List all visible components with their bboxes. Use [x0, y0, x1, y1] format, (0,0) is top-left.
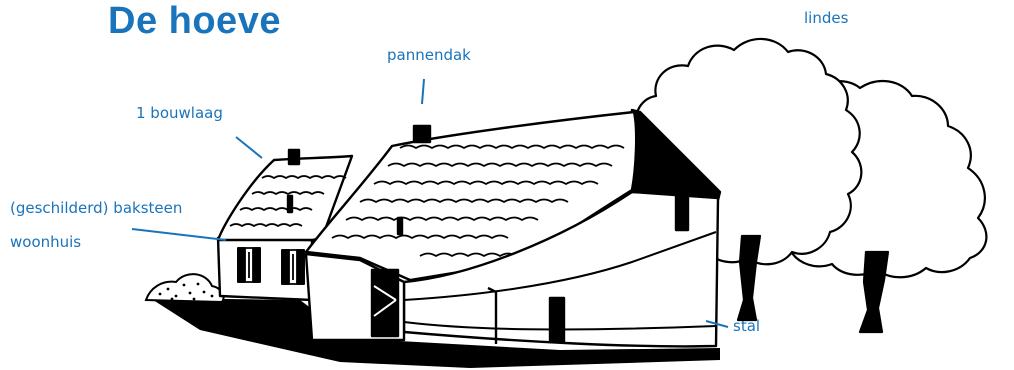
- tree-trunk-left: [738, 236, 760, 320]
- roof-vent-2: [398, 218, 402, 234]
- bush: [146, 274, 224, 302]
- chimney-right: [414, 126, 430, 142]
- tree-trunk-right: [860, 252, 888, 332]
- stable-door: [550, 298, 564, 342]
- leader-pannendak: [422, 79, 424, 104]
- chimney-left: [289, 150, 299, 164]
- leader-bouwlaag: [236, 137, 262, 158]
- roof-vent: [288, 196, 292, 212]
- stable-window: [676, 196, 688, 230]
- barn-door: [372, 270, 398, 336]
- leader-baksteen: [132, 229, 226, 240]
